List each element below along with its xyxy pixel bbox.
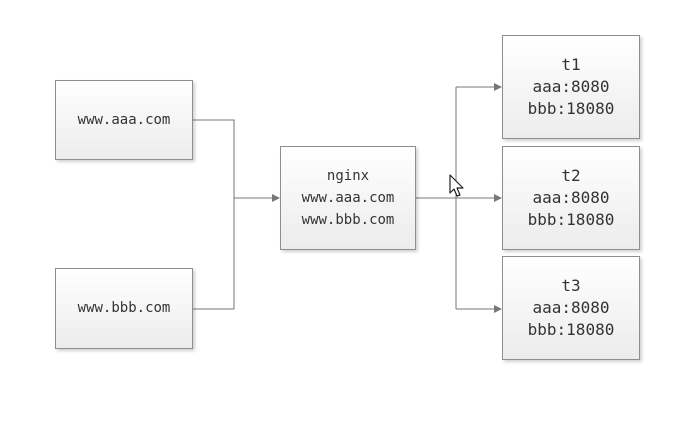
server-node-t3-line-aaa: aaa:8080 [532, 298, 610, 317]
server-node-t2: t2 aaa:8080 bbb:18080 [502, 146, 640, 250]
nginx-node-line-aaa: www.aaa.com [301, 190, 395, 206]
domain-node-bbb: www.bbb.com [55, 268, 193, 349]
nginx-node-title: nginx [326, 168, 370, 184]
domain-node-aaa-label: www.aaa.com [77, 111, 171, 128]
server-node-t1: t1 aaa:8080 bbb:18080 [502, 35, 640, 139]
server-node-t1-line-bbb: bbb:18080 [527, 99, 615, 118]
server-node-t3-line-bbb: bbb:18080 [527, 320, 615, 339]
server-node-t1-title: t1 [561, 55, 581, 74]
server-node-t1-line-aaa: aaa:8080 [532, 77, 610, 96]
nginx-node-line-bbb: www.bbb.com [301, 212, 395, 228]
domain-node-bbb-label: www.bbb.com [77, 300, 171, 316]
connector-aaa-to-merge [193, 119, 235, 198]
connector-bbb-to-merge [193, 198, 235, 310]
mouse-pointer-icon [449, 174, 464, 197]
server-node-t3: t3 aaa:8080 bbb:18080 [502, 256, 640, 360]
server-node-t2-line-bbb: bbb:18080 [527, 210, 615, 229]
server-node-t2-line-aaa: aaa:8080 [532, 188, 610, 207]
server-node-t3-title: t3 [561, 276, 581, 295]
server-node-t2-title: t2 [561, 166, 581, 185]
nginx-node: nginx www.aaa.com www.bbb.com [280, 146, 416, 250]
domain-node-aaa: www.aaa.com [55, 80, 193, 160]
